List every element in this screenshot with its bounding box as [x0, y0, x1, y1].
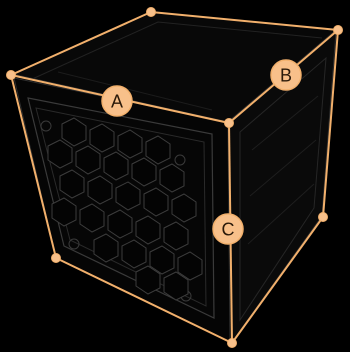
top-face-ridge — [57, 71, 213, 111]
marker-a[interactable]: A — [101, 85, 133, 117]
hex-cell — [121, 239, 147, 269]
vertex-handles — [6, 7, 343, 348]
hex-cell — [145, 135, 171, 165]
hex-cell — [59, 169, 85, 199]
wire-edge — [231, 216, 324, 344]
hex-cell — [93, 233, 119, 263]
screw-hole-icon — [40, 120, 52, 132]
vertex-handle[interactable] — [224, 118, 234, 128]
marker-c-badge — [212, 213, 244, 245]
hex-cell — [89, 123, 115, 153]
right-face-line — [247, 183, 315, 245]
hex-cell — [163, 221, 189, 251]
hex-cell — [75, 145, 101, 175]
hex-cell — [47, 139, 73, 169]
hex-cell — [117, 129, 143, 159]
hex-cell — [149, 245, 175, 275]
top-face-detail — [29, 21, 323, 81]
screw-hole-icon — [68, 238, 80, 250]
hex-cell — [163, 271, 189, 301]
wire-edge — [10, 11, 152, 76]
vertex-handle[interactable] — [51, 253, 61, 263]
hex-cell — [103, 151, 129, 181]
right-face-line — [249, 139, 317, 197]
hex-cell — [51, 197, 77, 227]
hex-cell — [87, 175, 113, 205]
marker-b-badge — [270, 59, 302, 91]
hex-cell — [79, 203, 105, 233]
wire-edge — [55, 257, 233, 344]
vertex-handle[interactable] — [318, 212, 328, 222]
fan-frame-inner — [35, 107, 207, 307]
hex-cell — [107, 209, 133, 239]
hex-cell — [171, 193, 197, 223]
hex-cell — [61, 117, 87, 147]
marker-a-badge — [101, 85, 133, 117]
hex-grille — [47, 117, 203, 301]
wire-edge — [150, 11, 339, 31]
hex-cell — [115, 181, 141, 211]
marker-c[interactable]: C — [212, 213, 244, 245]
hex-cell — [143, 187, 169, 217]
vertex-handle[interactable] — [146, 7, 156, 17]
marker-b-label: B — [280, 66, 292, 86]
vertex-handle[interactable] — [6, 70, 16, 80]
marker-c-label: C — [222, 220, 235, 240]
hex-cell — [131, 157, 157, 187]
hex-cell — [135, 215, 161, 245]
wire-edge — [10, 74, 57, 259]
hex-cell — [135, 265, 161, 295]
cube-model — [10, 11, 338, 344]
wire-edge — [322, 29, 339, 218]
hex-cell — [177, 251, 203, 281]
right-face-line — [251, 95, 319, 151]
vertex-handle[interactable] — [333, 25, 343, 35]
vertex-handle[interactable] — [227, 338, 237, 348]
hex-cell — [159, 163, 185, 193]
marker-a-label: A — [111, 92, 123, 112]
screw-hole-icon — [174, 154, 186, 166]
marker-b[interactable]: B — [270, 59, 302, 91]
